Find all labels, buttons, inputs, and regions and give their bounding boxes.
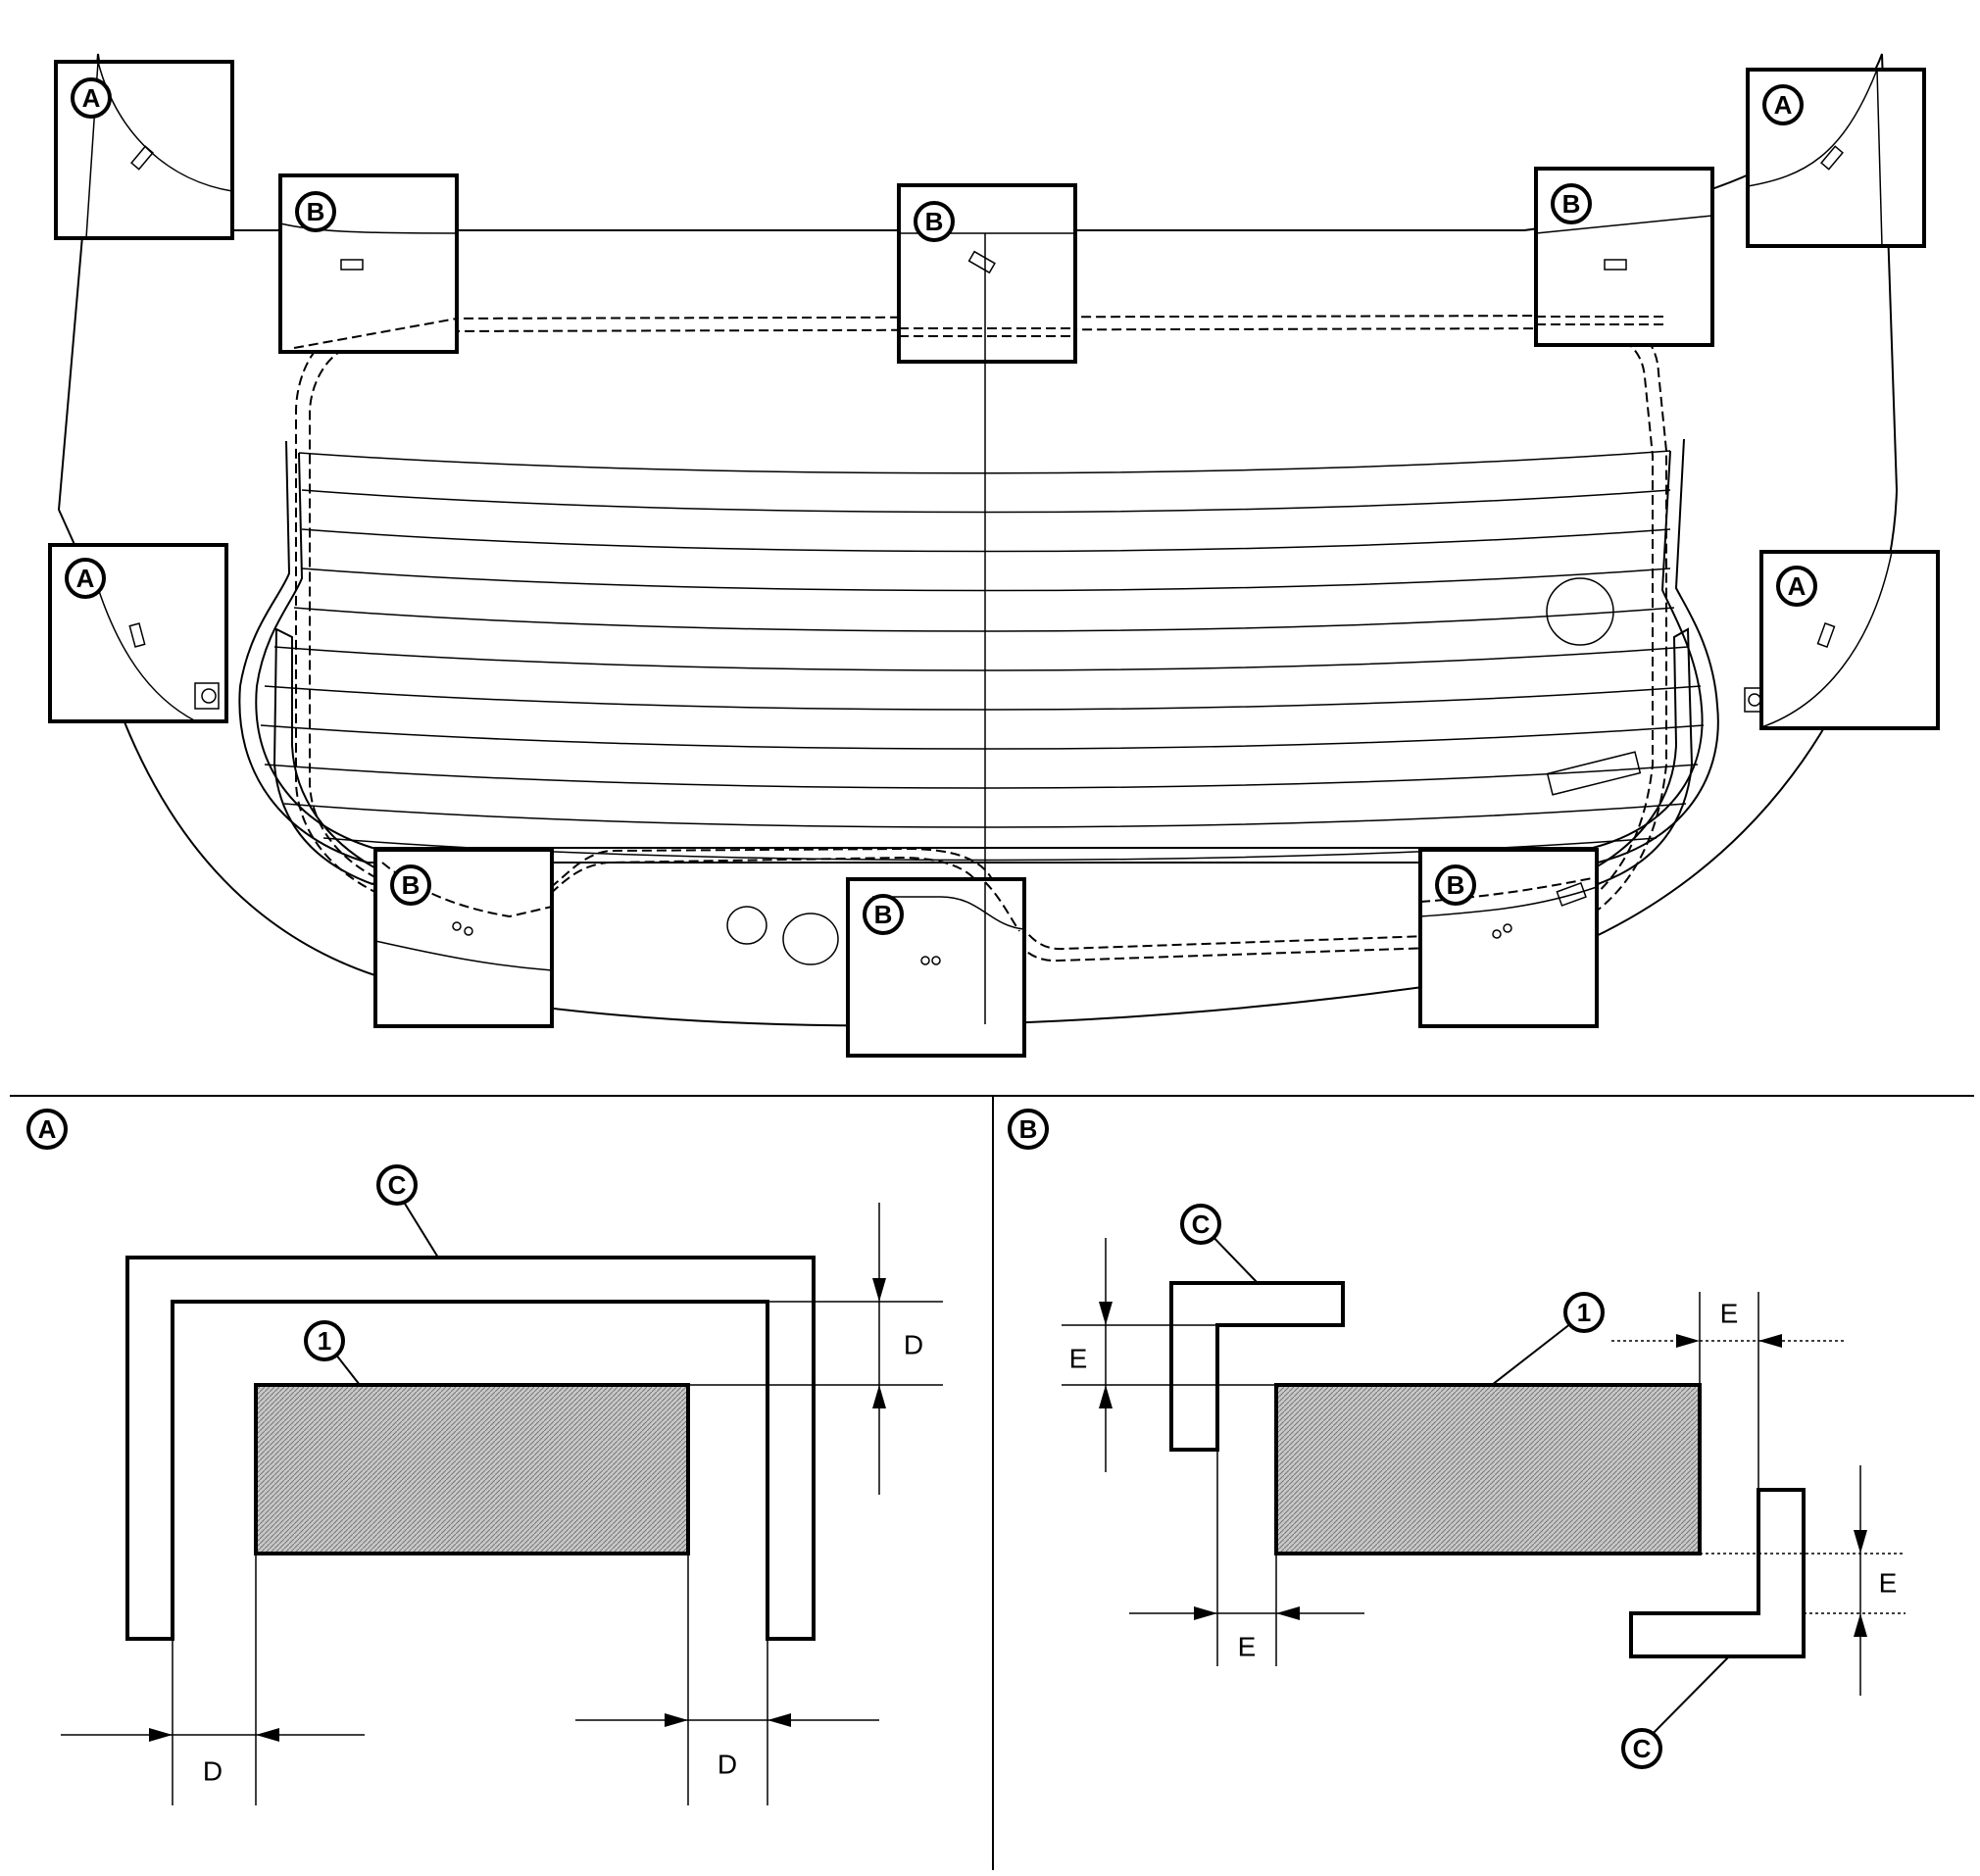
callout-b-icon [863,894,904,935]
detail-box-a-top-right: A [1746,68,1926,248]
part-1-label: 1 [1577,1298,1591,1327]
callout-b-icon [1435,864,1476,906]
heating-wires [260,450,1705,862]
detail-box-b-top-center: B [897,183,1077,364]
detail-box-b-bottom-right: B [1418,848,1599,1028]
callout-a-label: A [76,564,95,593]
callout-c-icon [1180,1204,1221,1245]
callout-a-label: A [82,83,101,113]
detail-box-b-top-right: B [1534,167,1714,347]
dimension-e-label: E [1720,1299,1739,1329]
detail-box-a-left: A [48,543,228,723]
callout-b-label: B [1447,870,1465,900]
detail-b-section: B C C 1 E E [1008,1109,1906,1769]
callout-a-label: A [1774,90,1793,120]
callout-b-icon [1551,183,1592,224]
label-rectangle [1546,751,1642,796]
part-1-icon [304,1320,345,1361]
callout-b-icon [914,201,955,242]
sensor-circle [1546,577,1614,646]
detail-box-a-top-left: A [54,60,234,240]
callout-b-label: B [874,900,893,929]
dimension-d-label: D [904,1330,923,1360]
detail-a-section: A C 1 D D D [26,1109,943,1805]
detail-box-b-top-left: B [278,173,459,354]
left-busbar [272,627,389,886]
spacer-part-1 [254,1383,690,1555]
dimension-e-label: E [1879,1568,1898,1599]
defogger-frame [238,438,1719,864]
callout-a-icon [1776,566,1817,607]
callout-b-label: B [925,207,944,236]
callout-b-label: B [402,870,421,900]
detail-box-b-bottom-center: B [846,877,1026,1058]
detail-a-header-icon [26,1109,68,1150]
part-1-label: 1 [318,1326,331,1356]
detail-box-a-right: A [1759,550,1940,730]
glass-overview: A A A A [48,53,1940,1058]
callout-a-label: A [1788,571,1807,601]
dimension-e-label: E [1238,1632,1257,1662]
detail-a-header-label: A [38,1114,57,1144]
callout-b-label: B [1562,189,1581,219]
defogger-frame-inner [255,450,1704,849]
detail-b-header-icon [1008,1109,1049,1150]
callout-a-icon [1762,84,1804,125]
detail-box-b-bottom-left: B [373,848,554,1028]
callout-a-icon [71,77,112,119]
dimension-e-label: E [1069,1344,1088,1374]
callout-c-label: C [1633,1734,1652,1763]
spacer-part-1 [1274,1383,1702,1555]
callout-b-icon [390,864,431,906]
callout-a-icon [65,558,106,599]
callout-c-label: C [388,1170,407,1200]
detail-b-header-label: B [1019,1114,1038,1144]
callout-b-label: B [307,197,325,226]
callout-c-icon [376,1164,418,1206]
mounting-hole-right [782,913,839,965]
callout-c-label: C [1192,1210,1211,1239]
mounting-hole-left [726,906,767,945]
callout-b-icon [295,191,336,232]
part-1-icon [1563,1292,1605,1333]
dimension-d-label: D [203,1756,223,1787]
callout-c-icon [1621,1728,1662,1769]
dimension-d-label: D [718,1750,737,1780]
molding-c-lower [1629,1488,1806,1658]
